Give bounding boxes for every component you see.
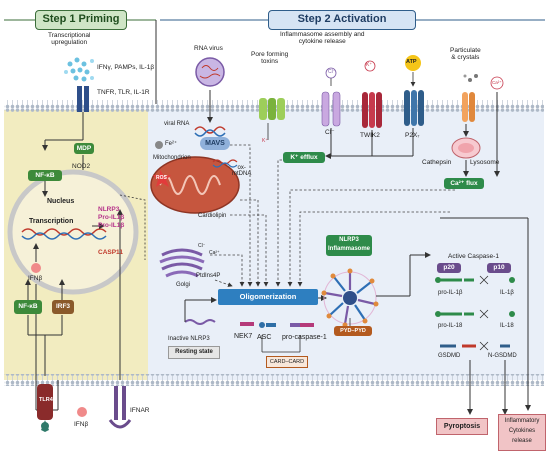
nfkb-box: NF-κB <box>28 170 62 181</box>
step2-header: Step 2 Activation <box>268 10 416 30</box>
cl-channel-label: Cl⁻ <box>325 129 335 136</box>
mtdna-label: ox- mtDNA <box>232 165 252 178</box>
k-plus-label: K⁺ <box>262 138 268 144</box>
active-caspase1-label: Active Caspase-1 <box>448 253 499 260</box>
mitochondrion-label: Mitochondrion <box>153 155 191 161</box>
tlr4-label: TLR4 <box>39 397 53 403</box>
gene-casp11: CASP11 <box>98 249 123 256</box>
pro-caspase1-label: pro-caspase-1 <box>282 334 327 341</box>
mdp-box: MDP <box>74 143 94 154</box>
il18-label: IL-18 <box>500 323 514 329</box>
step2-subtitle: Inflammasome assembly and cytokine relea… <box>280 31 365 45</box>
n-gsdmd-label: N-GSDMD <box>488 353 517 359</box>
il1b-label: IL-1β <box>500 290 514 296</box>
lysosome-label: Lysosome <box>470 159 500 166</box>
k-efflux-box: K⁺ efflux <box>283 152 325 163</box>
ifnar-label: IFNAR <box>130 407 150 414</box>
step1-header: Step 1 Priming <box>35 10 127 30</box>
ifnb-inner-label: IFNβ <box>28 275 43 282</box>
gene-pro-il1b-1: Pro-IL1β <box>98 214 125 221</box>
receptors-label: TNFR, TLR, IL-1R <box>97 89 150 96</box>
mavs-box: MAVS <box>200 137 230 150</box>
rna-virus-label: RNA virus <box>194 45 223 52</box>
pro-il1b-label: pro-IL-1β <box>438 290 463 296</box>
gene-nlrp3: NLRP3 <box>98 206 120 213</box>
cl-golgi-label: Cl⁻ <box>198 243 206 249</box>
p2x7-label: P2X₇ <box>405 132 420 139</box>
pyroptosis-box: Pyroptosis <box>436 418 488 435</box>
nfkb2-box: NF-κB <box>14 300 42 314</box>
nod2-label: NOD2 <box>72 163 91 170</box>
nlrp3-inflammasome-box: NLRP3 Inflammasome <box>326 235 372 256</box>
card-card-box: CARD–CARD <box>266 356 308 368</box>
pyd-pyd-box: PYD–PYD <box>334 326 372 336</box>
cardiolipin-label: Cardiolipin <box>198 213 227 219</box>
ifnb-outer-label: IFNβ <box>74 421 89 428</box>
fe-label: Fe²⁺ <box>165 141 178 147</box>
nek7-label: NEK7 <box>234 333 253 340</box>
gene-pro-il1b-2: Pro-IL1β <box>98 222 125 229</box>
ptdins4p-label: PtdIns4P <box>196 273 221 279</box>
ca-golgi-label: Ca²⁺ <box>209 250 220 256</box>
step1-subtitle: Transcriptional upregulation <box>48 32 91 46</box>
ligands-label: IFNγ, PAMPs, IL-1β <box>97 64 155 71</box>
cl-ion-label: Cl⁻ <box>328 69 336 75</box>
nucleus-label: Nucleus <box>47 198 75 205</box>
viral-rna-label: viral RNA <box>164 121 190 127</box>
ca-ion-label: Ca²⁺ <box>492 80 502 85</box>
ca-flux-box: Ca²⁺ flux <box>444 178 484 189</box>
inflammatory-box: Inflammatory Cytokines release <box>498 414 546 451</box>
k-ion-label: K⁺ <box>366 62 372 68</box>
gsdmd-label: GSDMD <box>438 353 461 359</box>
pro-il18-label: pro-IL-18 <box>438 323 463 329</box>
p20-box: p20 <box>437 263 461 273</box>
pore-toxins-label: Pore forming toxins <box>251 51 289 65</box>
transcription-label: Transcription <box>29 218 74 225</box>
p10-box: p10 <box>487 263 511 273</box>
oligomerization-box: Oligomerization <box>218 289 318 305</box>
twik2-label: TWIK2 <box>360 132 380 139</box>
inactive-nlrp3-label: Inactive NLRP3 <box>168 336 210 342</box>
particulate-label: Particulate & crystals <box>450 47 481 61</box>
ros-label: ROS <box>156 175 167 181</box>
resting-state-box: Resting state <box>168 346 220 359</box>
cathepsin-label: Cathepsin <box>422 159 452 166</box>
irf3-box: IRF3 <box>52 300 74 314</box>
asc-label: ASC <box>257 334 272 341</box>
golgi-label: Golgi <box>176 282 191 288</box>
atp-label: ATP <box>406 59 417 65</box>
